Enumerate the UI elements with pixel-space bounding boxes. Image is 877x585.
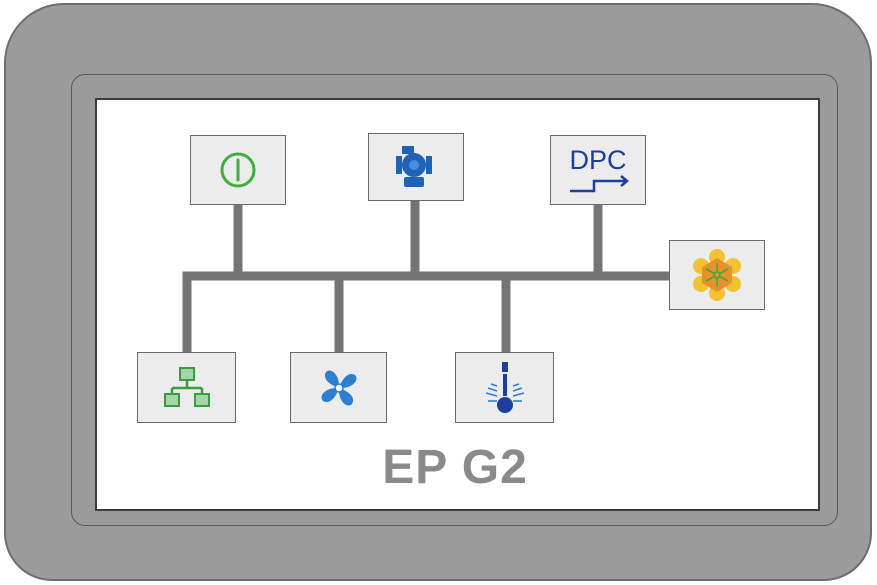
product-title: EP G2 [382,441,528,494]
dpc-module-tile[interactable]: DPC [550,135,646,205]
dpc-icon: DPC [569,145,629,193]
distribution-valve-icon [693,249,741,301]
fan-icon [320,369,357,406]
power-icon [220,152,256,188]
temperature-module-tile[interactable] [455,352,554,423]
valve-module-tile[interactable] [669,240,765,310]
pump-icon [396,146,432,187]
pump-module-tile[interactable] [368,133,464,201]
network-module-tile[interactable] [137,352,236,423]
power-module-tile[interactable] [190,135,286,205]
dpc-label: DPC [569,145,626,175]
fan-module-tile[interactable] [290,352,387,423]
network-hierarchy-icon [163,366,210,407]
thermometer-icon [485,361,524,413]
